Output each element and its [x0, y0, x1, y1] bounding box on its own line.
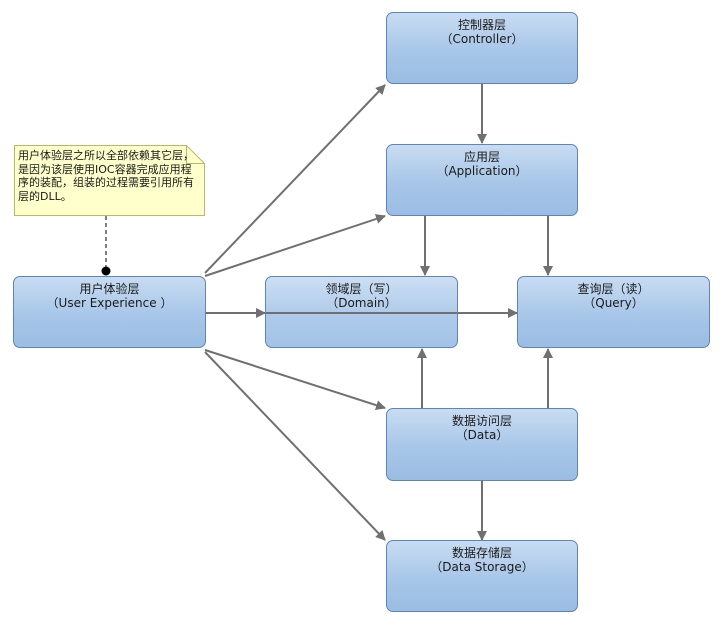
node-user-experience: 用户体验层 （User Experience ）: [13, 276, 206, 348]
arrow-ux-to-controller: [204, 84, 386, 274]
node-subtitle: （Domain）: [326, 296, 397, 310]
node-domain: 领域层（写） （Domain）: [265, 276, 458, 348]
node-title: 查询层（读）: [577, 282, 650, 296]
arrow-ux-to-storage: [204, 351, 386, 541]
node-query: 查询层（读） （Query）: [517, 276, 710, 348]
node-title: 领域层（写）: [325, 282, 398, 296]
node-title: 数据访问层: [451, 414, 512, 428]
node-title: 用户体验层: [79, 282, 140, 296]
node-controller: 控制器层 （Controller）: [386, 12, 578, 84]
node-subtitle: （Controller）: [440, 32, 524, 46]
node-subtitle: （Application）: [436, 164, 528, 178]
note-shape: [14, 145, 205, 216]
node-subtitle: （Data）: [455, 428, 509, 442]
node-title: 数据存储层: [451, 546, 512, 560]
node-subtitle: （Query）: [583, 296, 644, 310]
note-text: 用户体验层之所以全部依赖其它层，是因为该层使用IOC容器完成应用程序的装配，组装…: [18, 149, 194, 203]
node-title: 控制器层: [457, 18, 506, 32]
note-anchor-dot: [101, 266, 111, 276]
node-data-storage: 数据存储层 （Data Storage）: [386, 540, 578, 612]
arrow-ux-to-data: [204, 349, 386, 410]
node-subtitle: （User Experience ）: [46, 296, 173, 310]
node-data: 数据访问层 （Data）: [386, 408, 578, 481]
annotation-note: 用户体验层之所以全部依赖其它层，是因为该层使用IOC容器完成应用程序的装配，组装…: [14, 145, 205, 216]
node-title: 应用层: [463, 150, 500, 164]
arrow-ux-to-application: [204, 214, 386, 277]
node-application: 应用层 （Application）: [386, 144, 578, 216]
node-subtitle: （Data Storage）: [430, 560, 534, 574]
